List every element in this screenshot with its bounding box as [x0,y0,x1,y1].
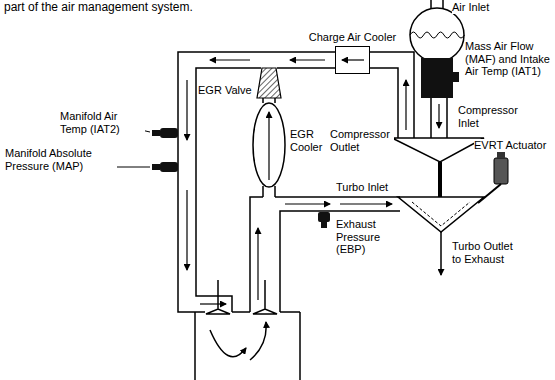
part-label: Exhaust Pressure (EBP) [336,218,392,256]
egr-valve [257,68,281,98]
pipe-walls [370,52,414,138]
flow-arrows [186,190,187,270]
flow-arrows [440,232,442,275]
turbocharger [392,138,484,162]
flow-arrows [405,80,406,130]
pressure-temp-sensors [152,128,330,228]
evrt-actuator [494,158,508,184]
engine-cylinder [195,280,300,380]
egr-cooler [253,103,285,187]
cooler-box: Charge Air Cooler [335,46,370,74]
pipe-walls [196,68,335,312]
evrt-actuator [478,184,501,203]
evrt-actuator [497,152,505,158]
engine-cylinder [253,280,277,314]
flow-arrows [290,59,325,60]
turbocharger [398,197,484,232]
component-label: Charge Air Cooler [309,31,396,44]
pipe-walls [431,98,447,138]
engine-cylinder [250,322,266,360]
part-label: Turbo Outlet to Exhaust [452,240,524,265]
part-label: Manifold Air Temp (IAT2) [60,110,145,135]
pressure-temp-sensors [321,222,327,228]
maf-sensor [421,58,459,98]
turbocharger [412,202,470,226]
part-label: Compressor Outlet [330,128,394,153]
pressure-temp-sensors [152,130,160,136]
flow-arrows [200,303,226,304]
flow-arrows [187,60,441,304]
evrt-actuator [478,152,508,203]
pressure-temp-sensors [160,162,178,172]
part-label: EVRT Actuator [474,139,546,152]
flow-arrows [285,203,330,204]
air-filter [410,32,464,38]
pipe-walls [178,0,447,312]
maf-sensor [421,58,453,98]
pipe-walls [250,197,263,312]
part-label: Manifold Absolute Pressure (MAP) [5,147,117,172]
part-label: Mass Air Flow (MAF) and Intake Air Temp … [465,40,551,78]
engine-cylinder [206,280,230,314]
turbocharger [392,138,484,232]
egr-cooler [253,103,285,187]
part-label: part of the air management system. [4,1,193,15]
charge-air-flow-arrow [342,59,364,60]
flow-arrows [438,104,439,128]
flow-arrows [257,228,258,300]
air-filter [410,8,464,62]
pipe-walls [178,52,335,312]
air-filter [410,8,464,62]
pressure-temp-sensors [318,212,330,222]
egr-valve [257,68,281,98]
part-label: Turbo Inlet [336,181,388,194]
turbocharger [438,162,442,197]
engine-cylinder [232,311,300,313]
pipe-walls [280,211,400,312]
maf-sensor [453,72,459,82]
flow-arrows [268,112,269,180]
engine-cylinder [195,312,300,380]
pipe-walls [275,196,400,198]
charge-air-flow-arrow [342,59,364,60]
engine-cylinder [210,330,246,357]
pressure-temp-sensors [160,128,178,138]
part-label: Compressor Inlet [458,104,520,129]
part-label: Air Inlet [452,1,489,14]
pressure-temp-sensors [152,164,160,170]
flow-arrows [186,80,187,140]
flow-arrows [340,203,392,204]
part-label: EGR Valve [198,84,252,97]
part-label: EGR Cooler [290,128,328,153]
flow-arrows [210,59,250,60]
